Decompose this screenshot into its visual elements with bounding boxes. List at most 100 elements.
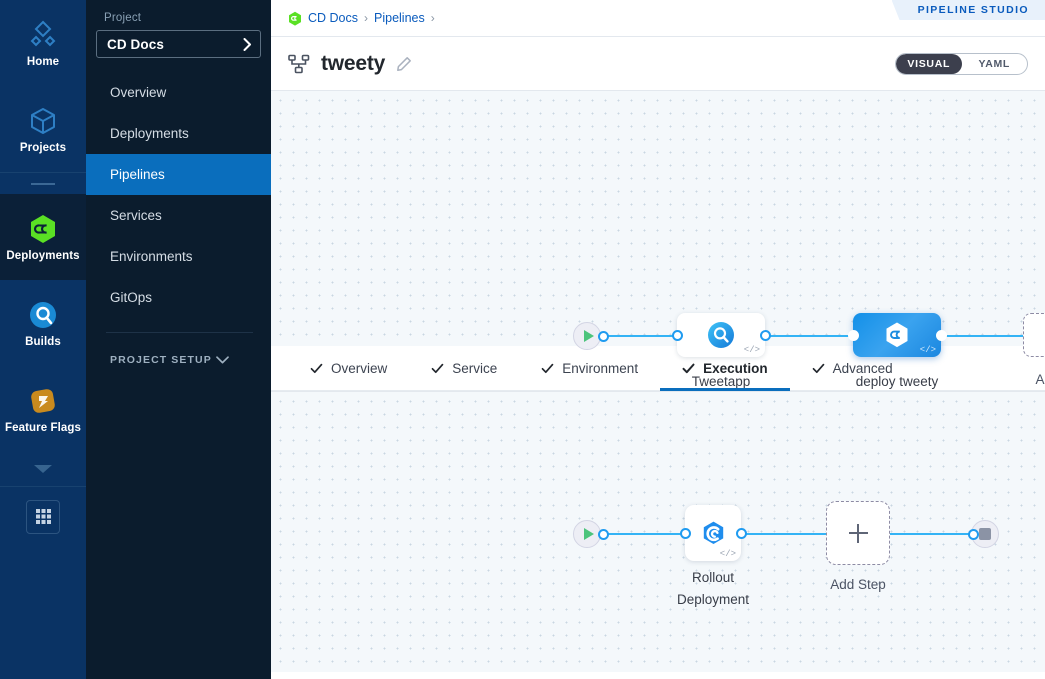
cube-icon: [31, 107, 55, 134]
code-glyph-icon: </>: [743, 345, 760, 355]
play-start-icon: [573, 520, 601, 548]
stage-edge-tweetapp-deploy: [768, 334, 858, 337]
step-graph-canvas[interactable]: </> Rollout Deployment Add Step: [271, 391, 1045, 672]
stage-node-label: deploy tweety: [855, 374, 939, 389]
add-step-label: Add Step: [830, 577, 886, 592]
step-edge-add-end: [888, 532, 972, 535]
stage-node-tweetapp[interactable]: </> Tweetapp: [671, 313, 771, 389]
rail-apps-section: [0, 486, 86, 546]
step-end-port: [968, 528, 979, 540]
sidebar-item-environments[interactable]: Environments: [86, 236, 271, 277]
sidebar-caption: Project: [104, 12, 142, 24]
chevron-down-icon: [216, 356, 229, 364]
breadcrumb-item-cd-docs[interactable]: CD Docs: [308, 11, 359, 25]
add-step-node[interactable]: Add Step: [826, 501, 890, 592]
check-icon: [310, 363, 323, 373]
rail-item-label: Home: [26, 55, 60, 68]
view-mode-yaml[interactable]: YAML: [978, 57, 1011, 70]
step-end-node[interactable]: [968, 520, 999, 548]
pipeline-studio-ribbon: PIPELINE STUDIO: [891, 0, 1045, 20]
stage-graph-canvas[interactable]: </> Tweetapp </> deploy tweety: [271, 91, 1045, 389]
step-node-label-line1: Rollout: [691, 570, 735, 585]
stage-node-port-left: [671, 329, 683, 341]
step-start-node[interactable]: [573, 520, 609, 548]
tab-label: Service: [452, 360, 498, 376]
rail-item-label: Projects: [19, 141, 67, 154]
main-content: PIPELINE STUDIO CD Docs › Pipelines ›: [271, 0, 1045, 679]
rail-item-feature-flags[interactable]: Feature Flags: [0, 366, 86, 452]
stage-node-port-left: [847, 329, 859, 341]
project-selector[interactable]: CD Docs: [96, 30, 261, 58]
rail-item-projects[interactable]: Projects: [0, 86, 86, 172]
pipeline-titlebar: tweety VISUAL YAML: [271, 36, 1045, 91]
plus-icon: [848, 523, 868, 543]
sidebar-nav: Overview Deployments Pipelines Services …: [86, 72, 271, 318]
project-sidebar: Project CD Docs Overview Deployments Pip…: [86, 0, 271, 679]
rail-item-label: Feature Flags: [4, 421, 82, 434]
rail-divider: [0, 172, 86, 194]
view-mode-visual[interactable]: VISUAL: [896, 53, 962, 74]
sidebar-item-label: Pipelines: [110, 167, 165, 182]
cd-hexagon-icon: [31, 214, 55, 243]
check-icon: [682, 363, 695, 373]
rail-item-label: Deployments: [6, 249, 80, 262]
rail-item-deployments[interactable]: Deployments: [0, 194, 86, 280]
add-stage-node[interactable]: Add Stage: [1023, 313, 1045, 387]
chevron-right-icon: [243, 37, 251, 51]
sidebar-item-gitops[interactable]: GitOps: [86, 277, 271, 318]
rail-item-label: Builds: [25, 335, 61, 348]
pencil-edit-icon[interactable]: [396, 56, 412, 72]
tab-overview[interactable]: Overview: [288, 346, 409, 391]
tab-service[interactable]: Service: [409, 346, 519, 391]
step-node-label: Rollout Deployment: [648, 567, 778, 610]
breadcrumb-separator: ›: [364, 11, 369, 25]
stage-node-deploy-tweety[interactable]: </> deploy tweety: [847, 313, 947, 389]
sidebar-item-label: Deployments: [110, 126, 189, 141]
rail-item-builds[interactable]: Builds: [0, 280, 86, 366]
sidebar-item-services[interactable]: Services: [86, 195, 271, 236]
sidebar-item-overview[interactable]: Overview: [86, 72, 271, 113]
project-name: CD Docs: [107, 36, 164, 52]
project-setup-label: PROJECT SETUP: [110, 354, 212, 366]
step-node-label-line2: Deployment: [676, 591, 750, 607]
step-start-port: [598, 528, 609, 540]
sidebar-divider: [106, 332, 253, 333]
step-node-rollout-deployment[interactable]: </> Rollout Deployment: [677, 505, 749, 607]
step-node-port-left: [679, 527, 691, 539]
ci-circle-icon: [30, 301, 56, 328]
add-stage-label: Add Stage: [1035, 372, 1045, 387]
tab-label: Overview: [331, 360, 388, 376]
primary-nav-rail: Home Projects Deployments: [0, 0, 86, 679]
cd-deploy-icon: [886, 322, 908, 348]
rail-expand-button[interactable]: [32, 452, 54, 486]
stage-edge-deploy-add: [938, 334, 1028, 337]
project-setup-section[interactable]: PROJECT SETUP: [86, 349, 271, 371]
stage-node-label: Tweetapp: [691, 374, 751, 389]
check-icon: [541, 363, 554, 373]
stage-start-node[interactable]: [573, 322, 609, 350]
stage-start-port: [598, 330, 609, 342]
sidebar-item-deployments[interactable]: Deployments: [86, 113, 271, 154]
kubernetes-rollout-icon: [703, 521, 723, 544]
tab-advanced[interactable]: Advanced: [790, 346, 915, 391]
tab-label: Environment: [562, 360, 639, 376]
sidebar-item-label: Environments: [110, 249, 193, 264]
grid-apps-button[interactable]: [26, 499, 60, 534]
code-glyph-icon: </>: [719, 549, 736, 559]
breadcrumb-separator: ›: [430, 11, 435, 25]
step-edge-start-rollout: [598, 532, 688, 535]
sidebar-item-pipelines[interactable]: Pipelines: [86, 154, 271, 195]
stage-node-port-right: [935, 329, 947, 341]
home-diamond-icon: [30, 20, 56, 47]
stage-edge-start-tweetapp: [598, 334, 688, 337]
view-mode-toggle[interactable]: VISUAL YAML: [895, 52, 1028, 75]
grid-apps-icon: [35, 509, 51, 524]
cd-module-icon: [289, 11, 301, 26]
rail-item-home[interactable]: Home: [0, 0, 86, 86]
tab-environment[interactable]: Environment: [519, 346, 660, 391]
page-title: tweety: [321, 51, 386, 75]
breadcrumb-item-pipelines[interactable]: Pipelines: [374, 11, 425, 25]
tab-execution[interactable]: Execution: [660, 346, 790, 391]
ci-build-icon: [708, 322, 734, 348]
